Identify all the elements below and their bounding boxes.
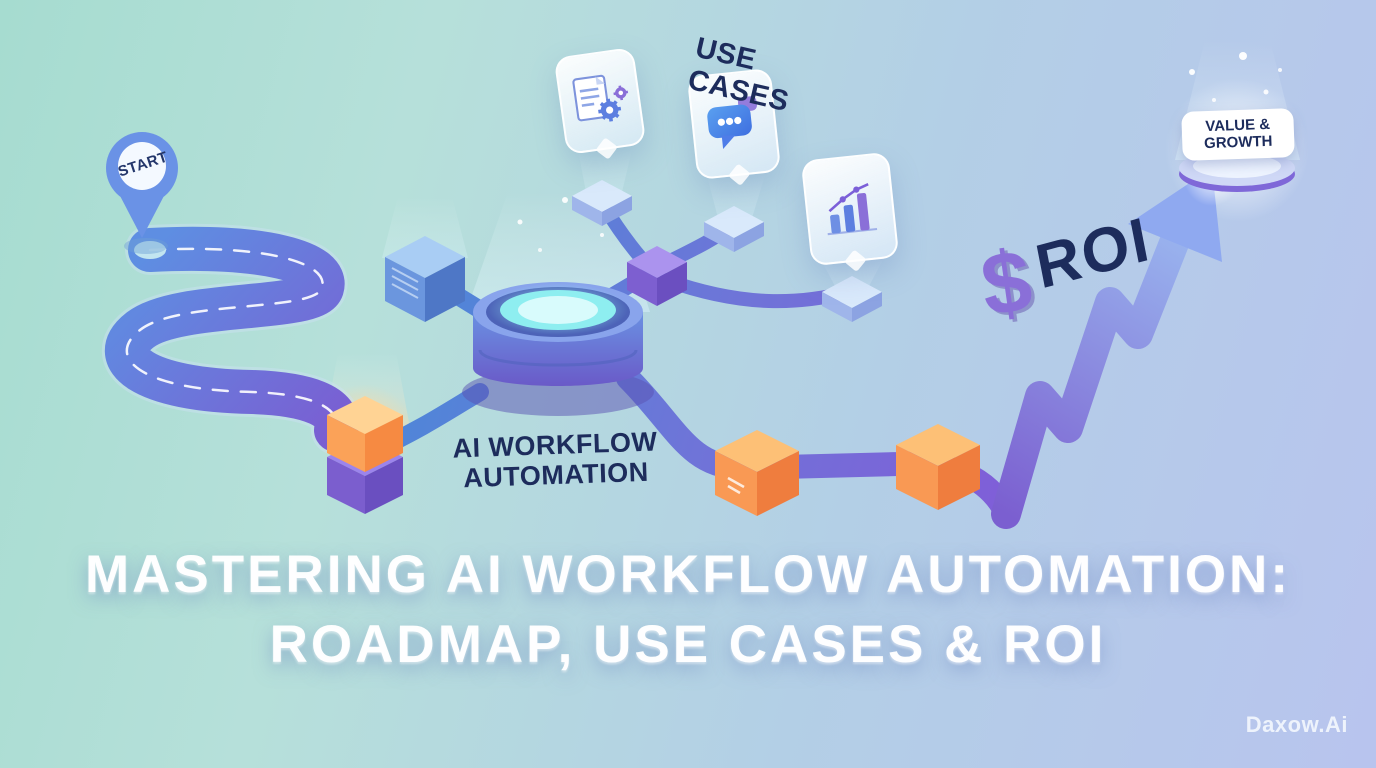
node-cube-stacked: [327, 396, 403, 514]
node-cube-orange-1: [715, 430, 799, 516]
chat-bubble-icon: [707, 96, 757, 150]
value-growth-line2: GROWTH: [1203, 133, 1273, 153]
bar-chart-icon: [827, 183, 878, 236]
watermark: Daxow.Ai: [1245, 712, 1348, 737]
main-title: MASTERING AI WORKFLOW AUTOMATION: ROADMA…: [0, 548, 1376, 671]
start-pin-icon: [106, 132, 178, 254]
hub-portal: [462, 282, 654, 416]
use-case-card-document: [553, 46, 647, 156]
title-line2: ROADMAP, USE CASES & ROI: [269, 615, 1107, 674]
value-growth-badge: VALUE & GROWTH: [1181, 108, 1295, 161]
hub-label: AI WORKFLOW AUTOMATION: [437, 426, 674, 495]
growth-arrow: [991, 150, 1240, 529]
use-case-card-chart: [800, 151, 900, 267]
node-cube-orange-2: [896, 424, 980, 510]
use-case-pedestals: [572, 180, 882, 322]
document-gear-icon: [572, 74, 629, 122]
use-case-card-chat: [686, 67, 782, 181]
title-line1: MASTERING AI WORKFLOW AUTOMATION:: [85, 545, 1291, 604]
node-cube-blue: [385, 236, 465, 322]
sparkles: [517, 52, 1282, 252]
node-cube-junction: [627, 246, 687, 306]
roadmap-road: [101, 223, 362, 455]
